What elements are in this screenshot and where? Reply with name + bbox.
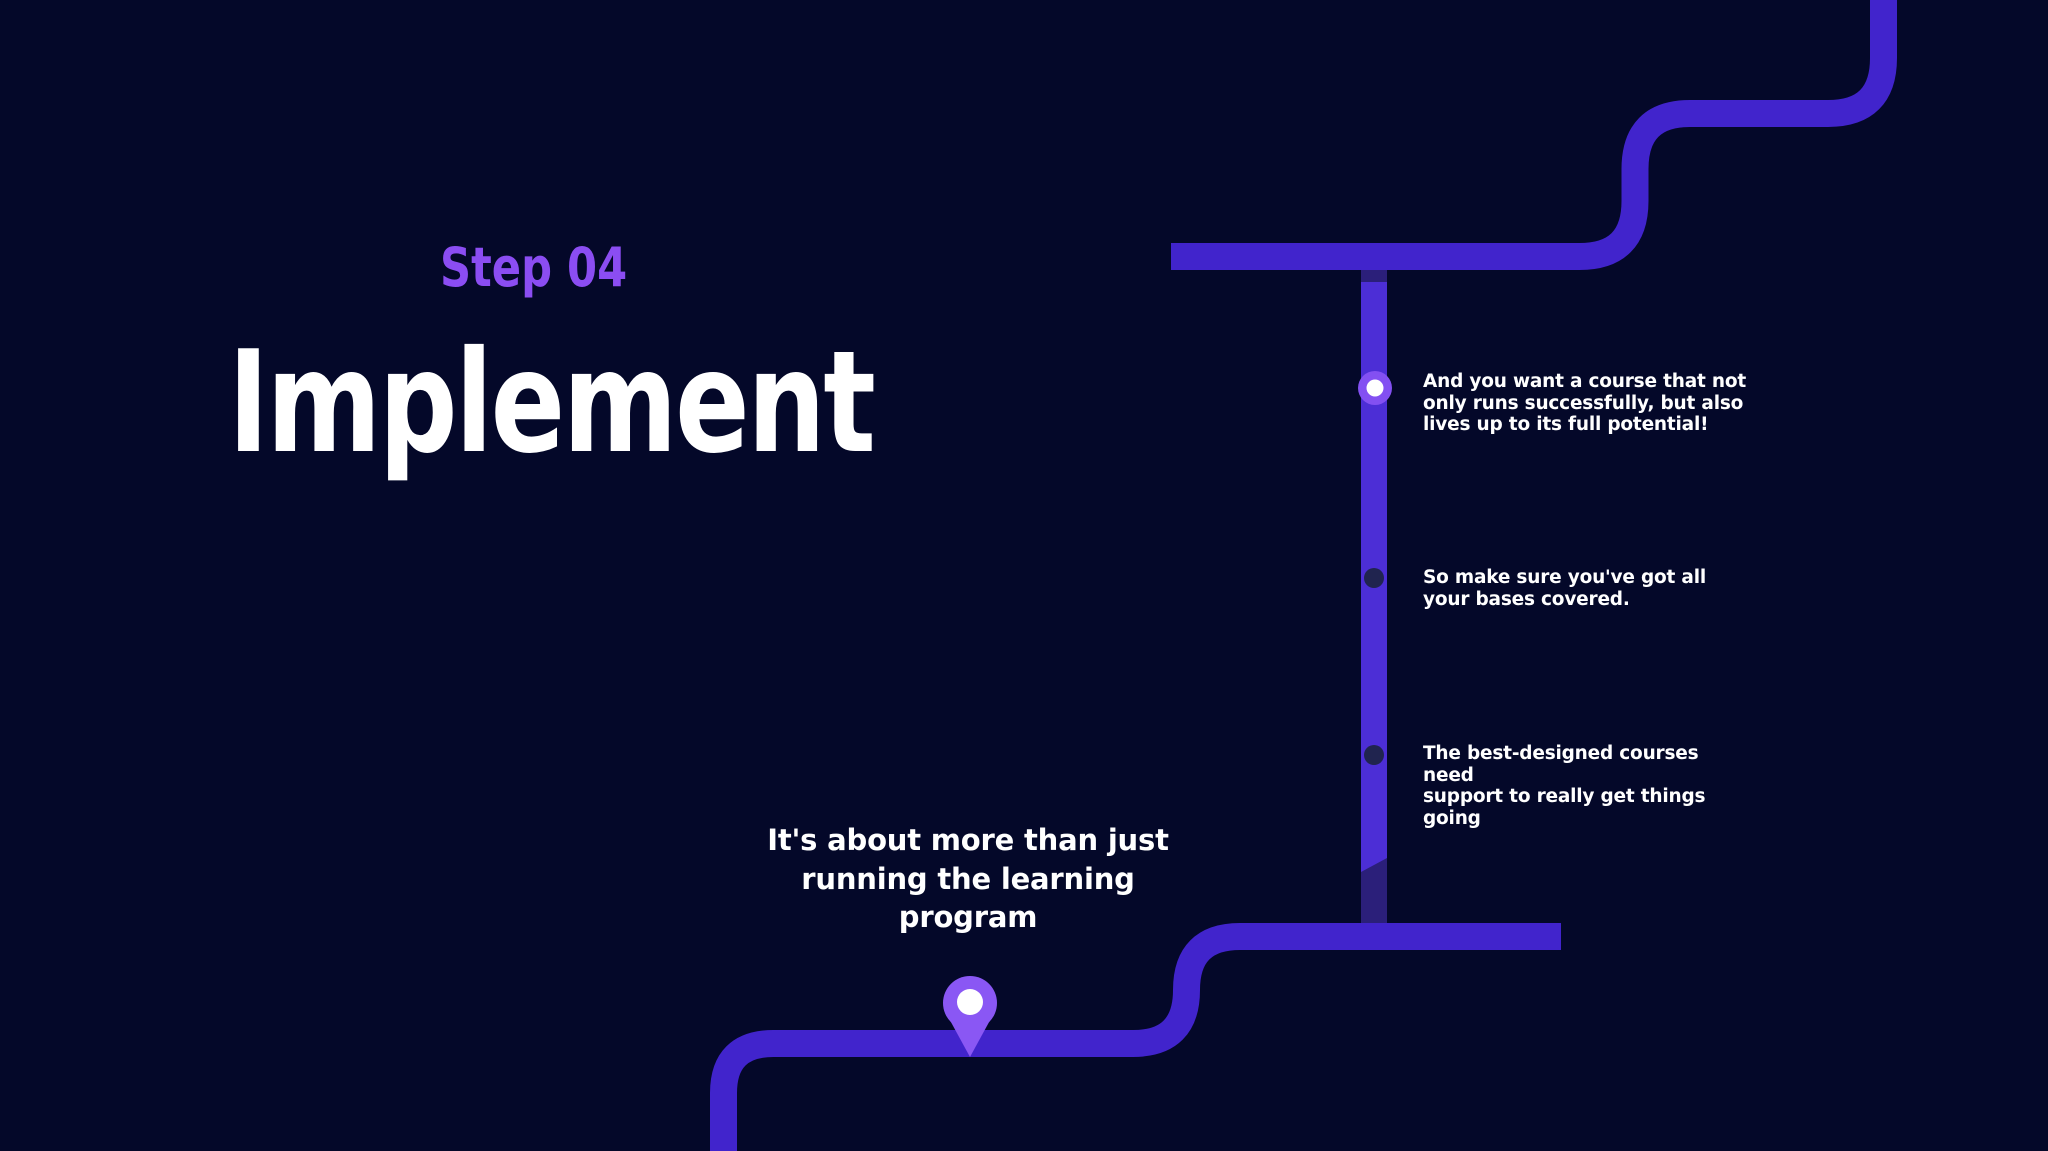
timeline-item-2-text: So make sure you've got all your bases c… [1423,567,1753,610]
timeline-item-line: So make sure you've got all [1423,567,1706,588]
road-path-top-right [1171,0,1897,270]
timeline-line-bottom-shadow-slant [1361,858,1387,872]
subtitle-line: program [898,900,1038,934]
timeline-bullet-2-icon [1364,568,1384,588]
timeline-item-line: The best-designed courses need [1423,743,1699,786]
location-pin-icon [943,976,997,1057]
road-path-bottom [710,923,1561,1151]
timeline-item-line: your bases covered. [1423,588,1630,610]
location-pin-center [957,989,983,1015]
timeline-item-3-text: The best-designed courses need support t… [1423,743,1753,829]
subtitle-text: It's about more than just running the le… [748,821,1188,937]
page-title: Implement [228,321,876,485]
timeline-item-1-text: And you want a course that not only runs… [1423,371,1753,436]
location-pin-tip [946,1013,994,1057]
timeline-item-line: only runs successfully, but also [1423,392,1744,414]
timeline-bullet-1-center [1366,379,1384,397]
timeline-item-line: lives up to its full potential! [1423,414,1709,436]
timeline-bullet-3-icon [1364,745,1384,765]
timeline-item-line: support to really get things going [1423,786,1706,829]
subtitle-line: running the learning [801,861,1135,896]
subtitle-line: It's about more than just [767,823,1169,857]
step-label: Step 04 [440,236,628,299]
timeline-item-line: And you want a course that not [1423,371,1746,392]
timeline-line [1361,260,1387,940]
